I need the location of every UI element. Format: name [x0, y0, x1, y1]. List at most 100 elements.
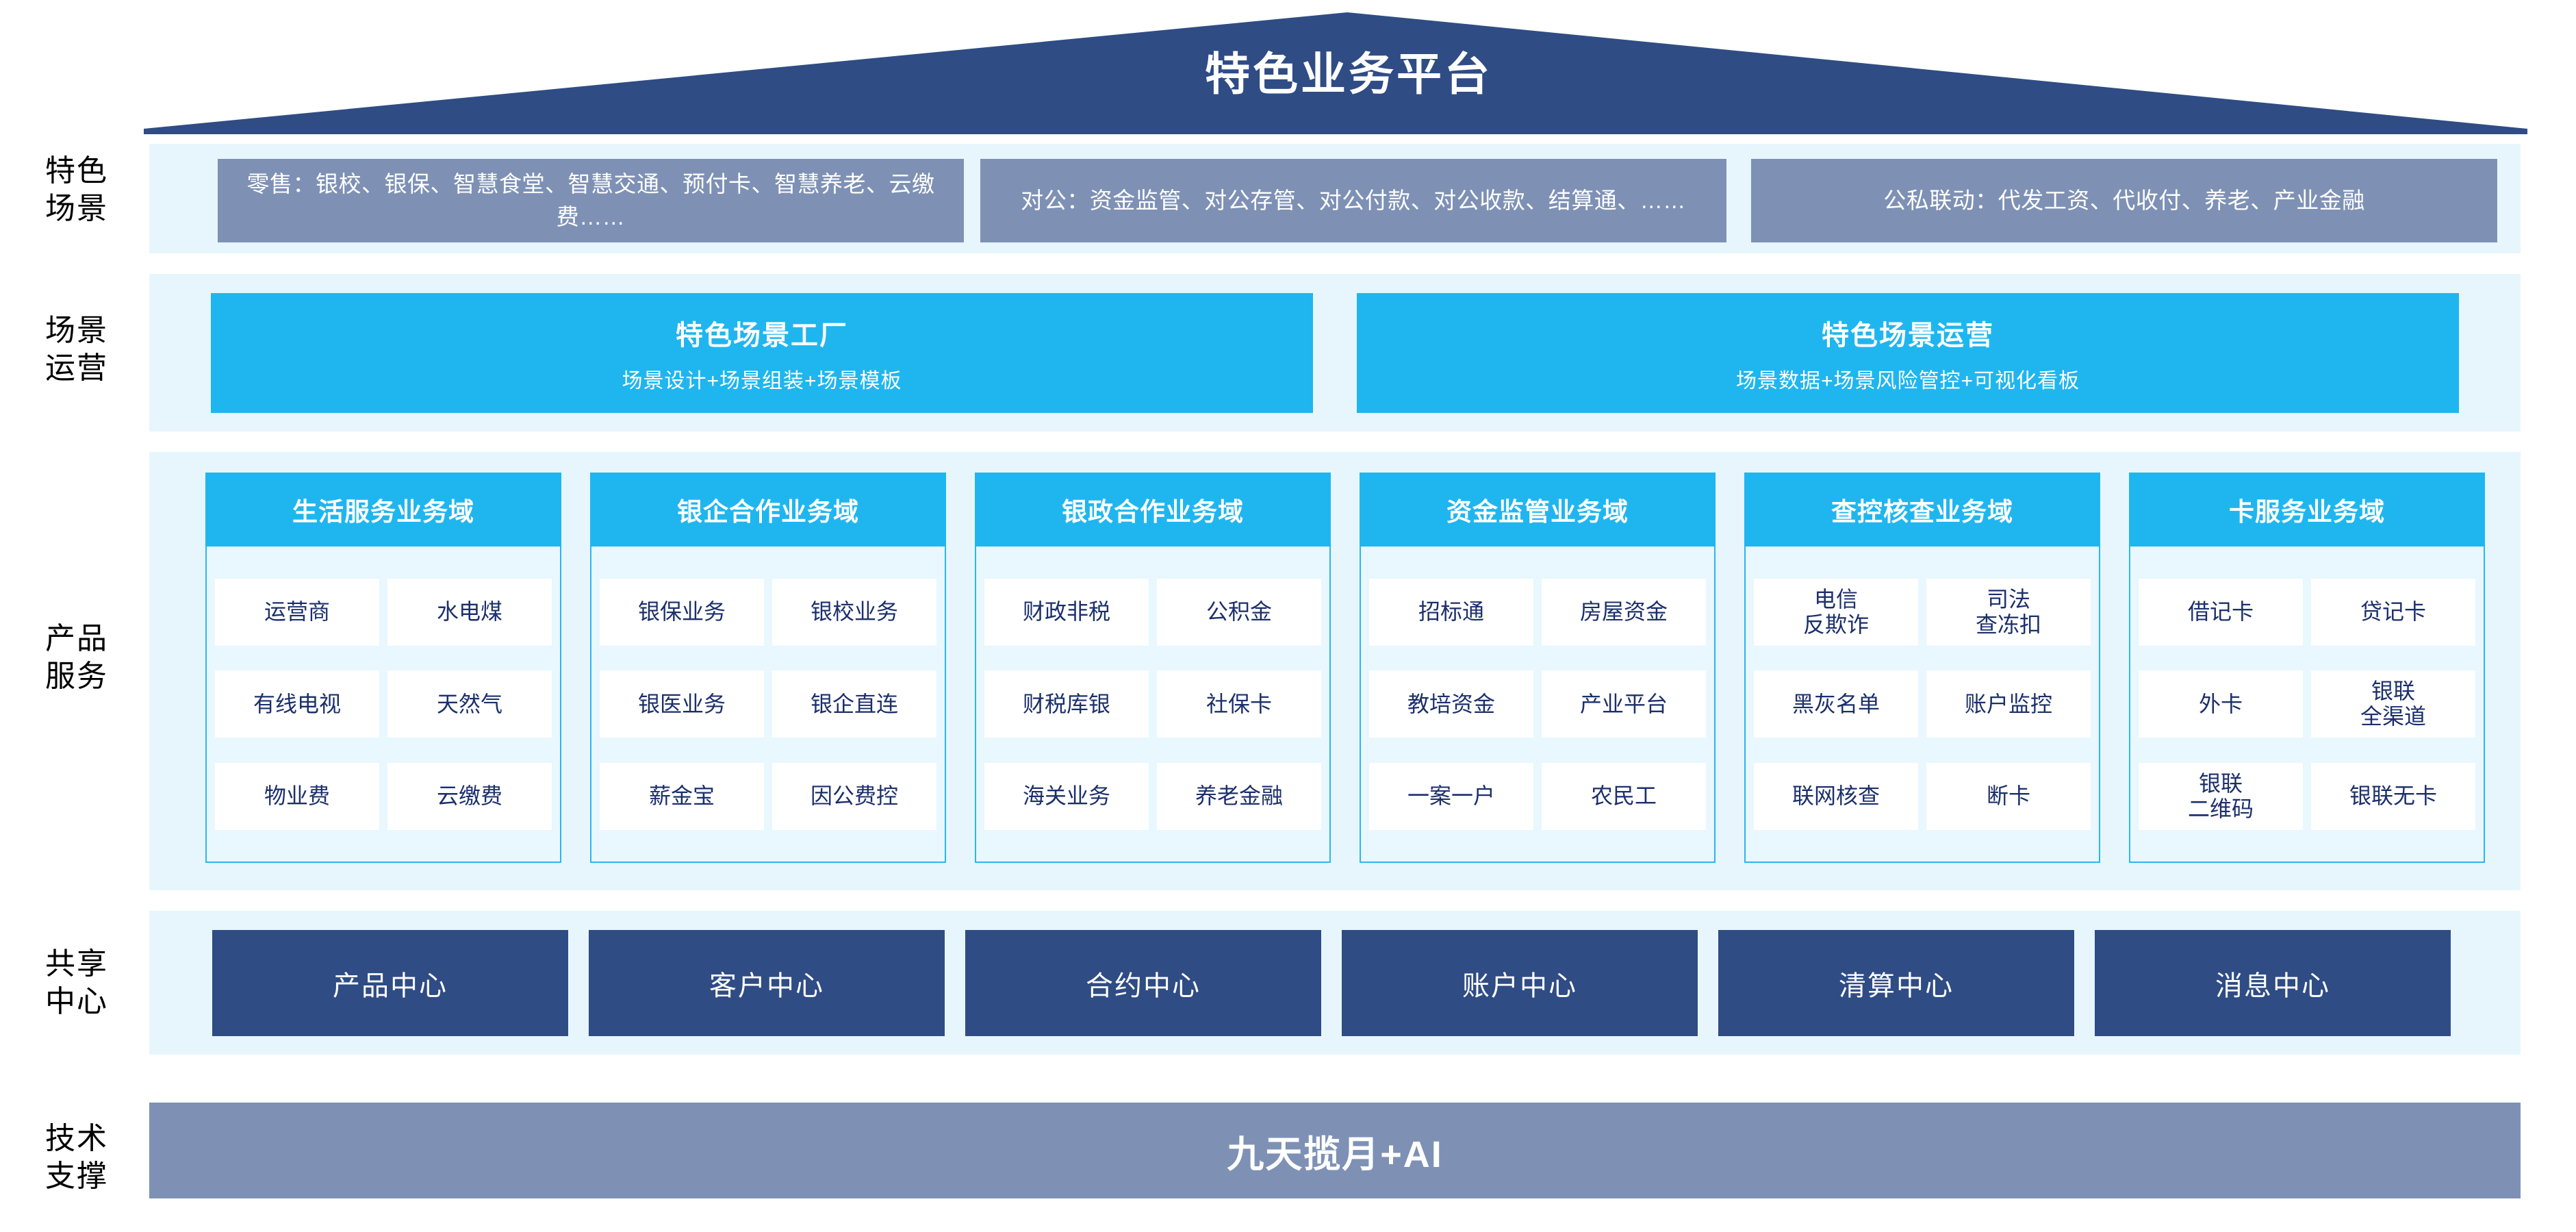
shared-center-boxes: 产品中心客户中心合约中心账户中心清算中心消息中心: [149, 930, 2521, 1036]
business-domain-title[interactable]: 生活服务业务域: [205, 473, 561, 546]
business-domain-row: 财税库银社保卡: [984, 670, 1321, 738]
business-domain-cell[interactable]: 因公费控: [772, 762, 936, 830]
business-domain-body: 银保业务银校业务银医业务银企直连薪金宝因公费控: [590, 546, 946, 863]
business-domain-cell[interactable]: 联网核查: [1754, 762, 1918, 830]
business-domain-cell[interactable]: 电信 反欺诈: [1754, 578, 1918, 646]
business-domain-cell[interactable]: 账户监控: [1926, 670, 2091, 738]
business-domain-cell[interactable]: 教培资金: [1369, 670, 1533, 738]
scenario-box-corporate[interactable]: 对公：资金监管、对公存管、对公付款、对公收款、结算通、……: [980, 159, 1726, 242]
operations-subtitle: 场景数据+场景风险管控+可视化看板: [1735, 369, 2080, 392]
shared-center-box[interactable]: 账户中心: [1342, 930, 1698, 1036]
business-domain-row: 借记卡贷记卡: [2139, 578, 2475, 646]
business-domain-cell[interactable]: 银企直连: [772, 670, 936, 738]
business-domain-row: 联网核查断卡: [1754, 762, 2091, 830]
business-domain-row: 电信 反欺诈司法 查冻扣: [1754, 578, 2091, 646]
operations-box-scene-operation[interactable]: 特色场景运营 场景数据+场景风险管控+可视化看板: [1357, 293, 2459, 413]
business-domain-cell[interactable]: 农民工: [1542, 762, 1706, 830]
business-domain-body: 借记卡贷记卡外卡银联 全渠道银联 二维码银联无卡: [2129, 546, 2485, 863]
business-domain-cell[interactable]: 社保卡: [1157, 670, 1321, 738]
business-domain-cell[interactable]: 银联 二维码: [2139, 762, 2303, 830]
business-domain-row: 教培资金产业平台: [1369, 670, 1706, 738]
row-label-operations: 场景运营: [45, 314, 108, 385]
shared-center-box[interactable]: 清算中心: [1718, 930, 2074, 1036]
business-domain-cell[interactable]: 公积金: [1157, 578, 1321, 646]
business-domain-cell[interactable]: 银联 全渠道: [2311, 670, 2475, 738]
business-domain-title[interactable]: 银政合作业务域: [975, 473, 1331, 546]
business-domain-cell[interactable]: 有线电视: [215, 670, 379, 738]
business-domain-row: 一案一户农民工: [1369, 762, 1706, 830]
business-domain-row: 外卡银联 全渠道: [2139, 670, 2475, 738]
business-domain-cell[interactable]: 招标通: [1369, 578, 1533, 646]
operations-title: 特色场景工厂: [676, 320, 848, 351]
business-domain-column: 查控核查业务域电信 反欺诈司法 查冻扣黑灰名单账户监控联网核查断卡: [1744, 473, 2100, 863]
business-domain-row: 黑灰名单账户监控: [1754, 670, 2091, 738]
business-domain-row: 海关业务养老金融: [984, 762, 1321, 830]
business-domain-cell[interactable]: 贷记卡: [2311, 578, 2475, 646]
business-domain-cell[interactable]: 海关业务: [984, 762, 1149, 830]
business-domain-cell[interactable]: 产业平台: [1542, 670, 1706, 738]
business-domain-cell[interactable]: 银医业务: [600, 670, 764, 738]
operations-subtitle: 场景设计+场景组装+场景模板: [622, 369, 902, 392]
scenario-box-retail[interactable]: 零售：银校、银保、智慧食堂、智慧交通、预付卡、智慧养老、云缴费……: [218, 159, 964, 242]
scenario-boxes: 零售：银校、银保、智慧食堂、智慧交通、预付卡、智慧养老、云缴费…… 对公：资金监…: [149, 159, 2521, 242]
business-domain-title[interactable]: 银企合作业务域: [590, 473, 946, 546]
business-domain-cell[interactable]: 水电煤: [387, 578, 552, 646]
business-domain-column: 银政合作业务域财政非税公积金财税库银社保卡海关业务养老金融: [975, 473, 1331, 863]
business-domain-row: 有线电视天然气: [215, 670, 552, 738]
row-label-tech: 技术支撑: [45, 1122, 108, 1193]
business-domain-row: 物业费云缴费: [215, 762, 552, 830]
business-domain-title[interactable]: 查控核查业务域: [1744, 473, 2100, 546]
business-domain-row: 银保业务银校业务: [600, 578, 936, 646]
business-domain-column: 银企合作业务域银保业务银校业务银医业务银企直连薪金宝因公费控: [590, 473, 946, 863]
business-domain-cell[interactable]: 银联无卡: [2311, 762, 2475, 830]
operations-box-scene-factory[interactable]: 特色场景工厂 场景设计+场景组装+场景模板: [211, 293, 1313, 413]
business-domain-cell[interactable]: 财政非税: [984, 578, 1149, 646]
business-domain-columns: 生活服务业务域运营商水电煤有线电视天然气物业费云缴费银企合作业务域银保业务银校业…: [205, 473, 2485, 863]
business-domain-cell[interactable]: 财税库银: [984, 670, 1149, 738]
business-domain-cell[interactable]: 一案一户: [1369, 762, 1533, 830]
row-label-shared: 共享中心: [45, 947, 108, 1018]
business-domain-cell[interactable]: 借记卡: [2139, 578, 2303, 646]
shared-center-box[interactable]: 产品中心: [212, 930, 568, 1036]
business-domain-column: 资金监管业务域招标通房屋资金教培资金产业平台一案一户农民工: [1360, 473, 1716, 863]
business-domain-cell[interactable]: 云缴费: [387, 762, 552, 830]
tech-support-bar[interactable]: 九天揽月+AI: [149, 1103, 2521, 1198]
business-domain-row: 招标通房屋资金: [1369, 578, 1706, 646]
operations-title: 特色场景运营: [1822, 320, 1994, 351]
shared-center-box[interactable]: 消息中心: [2095, 930, 2451, 1036]
business-domain-cell[interactable]: 运营商: [215, 578, 379, 646]
shared-center-box[interactable]: 合约中心: [965, 930, 1321, 1036]
shared-center-box[interactable]: 客户中心: [589, 930, 945, 1036]
business-domain-cell[interactable]: 黑灰名单: [1754, 670, 1918, 738]
business-domain-row: 财政非税公积金: [984, 578, 1321, 646]
business-domain-body: 运营商水电煤有线电视天然气物业费云缴费: [205, 546, 561, 863]
scenario-box-public-private[interactable]: 公私联动：代发工资、代收付、养老、产业金融: [1751, 159, 2497, 242]
business-domain-cell[interactable]: 物业费: [215, 762, 379, 830]
business-domain-cell[interactable]: 天然气: [387, 670, 552, 738]
business-domain-body: 电信 反欺诈司法 查冻扣黑灰名单账户监控联网核查断卡: [1744, 546, 2100, 863]
business-domain-cell[interactable]: 房屋资金: [1542, 578, 1706, 646]
business-domain-cell[interactable]: 银校业务: [772, 578, 936, 646]
business-domain-cell[interactable]: 外卡: [2139, 670, 2303, 738]
business-domain-row: 运营商水电煤: [215, 578, 552, 646]
business-domain-body: 招标通房屋资金教培资金产业平台一案一户农民工: [1360, 546, 1716, 863]
business-domain-column: 卡服务业务域借记卡贷记卡外卡银联 全渠道银联 二维码银联无卡: [2129, 473, 2485, 863]
business-domain-title[interactable]: 卡服务业务域: [2129, 473, 2485, 546]
business-domain-cell[interactable]: 养老金融: [1157, 762, 1321, 830]
business-domain-row: 薪金宝因公费控: [600, 762, 936, 830]
business-domain-row: 银联 二维码银联无卡: [2139, 762, 2475, 830]
business-domain-cell[interactable]: 断卡: [1926, 762, 2091, 830]
operations-boxes: 特色场景工厂 场景设计+场景组装+场景模板 特色场景运营 场景数据+场景风险管控…: [149, 293, 2521, 413]
row-label-scenario: 特色场景: [45, 154, 108, 225]
business-domain-row: 银医业务银企直连: [600, 670, 936, 738]
business-domain-cell[interactable]: 司法 查冻扣: [1926, 578, 2091, 646]
business-domain-body: 财政非税公积金财税库银社保卡海关业务养老金融: [975, 546, 1331, 863]
business-domain-cell[interactable]: 薪金宝: [600, 762, 764, 830]
business-domain-title[interactable]: 资金监管业务域: [1360, 473, 1716, 546]
business-domain-column: 生活服务业务域运营商水电煤有线电视天然气物业费云缴费: [205, 473, 561, 863]
business-domain-cell[interactable]: 银保业务: [600, 578, 764, 646]
row-label-products: 产品服务: [45, 622, 108, 693]
platform-roof: 特色业务平台: [0, 0, 2576, 137]
page-title: 特色业务平台: [1205, 49, 1492, 99]
roof-shape: [144, 12, 2527, 134]
